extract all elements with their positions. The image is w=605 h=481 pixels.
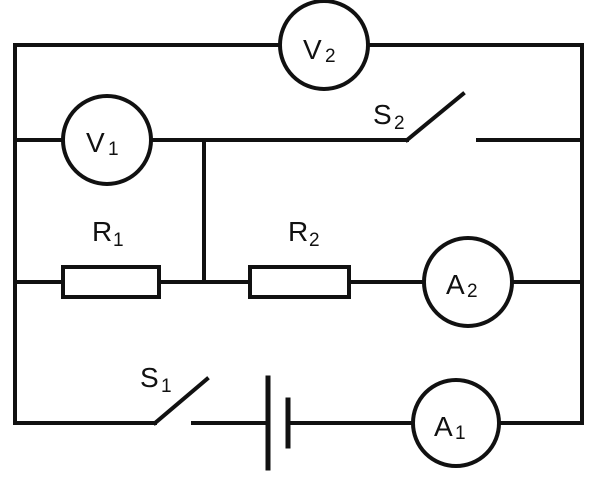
switch-s1: S 1 [140, 362, 210, 426]
ammeter-a2: A 2 [422, 236, 514, 328]
v1-letter: V [86, 127, 105, 158]
resistor-r2: R 2 [248, 216, 351, 299]
a2-subscript: 2 [467, 281, 478, 302]
voltmeter-v1: V 1 [61, 94, 153, 186]
resistor-r1: R 1 [61, 216, 161, 299]
s1-subscript: 1 [161, 376, 172, 397]
s2-blade [404, 91, 466, 143]
battery [265, 375, 291, 471]
voltmeter-v2: V 2 [278, 0, 370, 91]
r2-subscript: 2 [309, 230, 320, 251]
a2-letter: A [446, 269, 465, 300]
v2-letter: V [303, 34, 322, 65]
wires [13, 43, 584, 425]
a1-subscript: 1 [455, 423, 466, 444]
s1-blade [152, 376, 210, 426]
v2-subscript: 2 [325, 46, 336, 67]
a1-letter: A [434, 411, 453, 442]
switch-s2: S 2 [373, 91, 466, 143]
v1-subscript: 1 [108, 139, 119, 160]
s1-letter: S [140, 362, 159, 393]
r1-letter: R [92, 216, 112, 247]
r2-letter: R [288, 216, 308, 247]
s2-letter: S [373, 99, 392, 130]
s2-subscript: 2 [394, 113, 405, 134]
ammeter-a1: A 1 [411, 378, 501, 468]
r1-subscript: 1 [113, 230, 124, 251]
